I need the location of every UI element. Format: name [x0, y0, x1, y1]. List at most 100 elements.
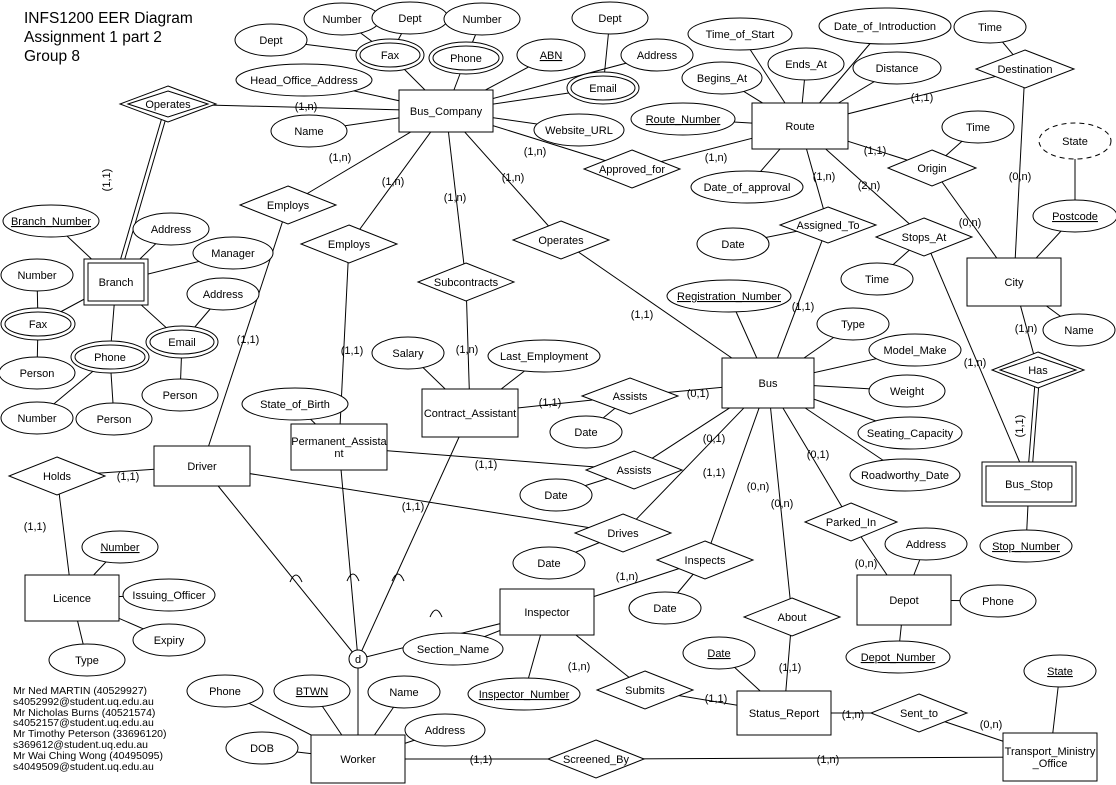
attribute-worker-phone[interactable]: Phone — [186, 674, 264, 708]
entity-bus-company[interactable]: Bus_Company — [398, 89, 494, 133]
entity-inspector[interactable]: Inspector — [499, 588, 595, 636]
attribute-branch-manager[interactable]: Manager — [192, 236, 274, 270]
relationship-drives[interactable]: Drives — [573, 513, 673, 553]
attribute-bc-name[interactable]: Name — [270, 114, 348, 148]
attribute-branch-email-address[interactable]: Address — [186, 277, 260, 311]
attribute-inspector-number[interactable]: Inspector_Number — [467, 677, 581, 711]
attribute-branch-fax[interactable]: Fax — [0, 307, 76, 341]
attribute-bc-address[interactable]: Address — [620, 38, 694, 72]
attribute-assists-ca-date[interactable]: Date — [549, 415, 623, 449]
relationship-destination[interactable]: Destination — [974, 49, 1076, 89]
relationship-operates-top[interactable]: Operates — [118, 85, 218, 123]
relationship-sent-to[interactable]: Sent_to — [869, 693, 969, 733]
attribute-depot-address[interactable]: Address — [884, 527, 968, 561]
entity-status-report[interactable]: Status_Report — [736, 690, 832, 736]
attribute-assigned-date[interactable]: Date — [696, 227, 770, 261]
attribute-branch-address[interactable]: Address — [132, 212, 210, 246]
attribute-branch-phone-number[interactable]: Number — [0, 401, 74, 435]
attribute-bc-phone-number[interactable]: Number — [443, 2, 521, 36]
attribute-branch-phone-person[interactable]: Person — [75, 402, 153, 436]
attribute-assists-pa-date[interactable]: Date — [519, 478, 593, 512]
entity-route[interactable]: Route — [751, 102, 849, 150]
relationship-employs-mid[interactable]: Employs — [299, 224, 399, 264]
attribute-bus-type[interactable]: Type — [816, 307, 890, 341]
attribute-bus-roadworthy[interactable]: Roadworthy_Date — [849, 458, 961, 492]
attribute-bc-website[interactable]: Website_URL — [533, 113, 625, 147]
attribute-sr-date[interactable]: Date — [682, 636, 756, 670]
relationship-about[interactable]: About — [742, 597, 842, 637]
attribute-tmo-state[interactable]: State — [1023, 654, 1097, 688]
entity-bus-stop[interactable]: Bus_Stop — [981, 461, 1077, 507]
relationship-subcontracts[interactable]: Subcontracts — [416, 262, 516, 302]
entity-depot[interactable]: Depot — [856, 574, 952, 626]
attribute-bc-phone[interactable]: Phone — [428, 41, 504, 75]
attribute-route-distance[interactable]: Distance — [852, 51, 942, 85]
attribute-city-name[interactable]: Name — [1042, 313, 1116, 347]
relationship-parked-in[interactable]: Parked_In — [803, 502, 899, 542]
relationship-has[interactable]: Has — [990, 351, 1086, 389]
attribute-city-postcode[interactable]: Postcode — [1032, 199, 1116, 233]
entity-branch[interactable]: Branch — [83, 258, 149, 306]
entity-bus[interactable]: Bus — [721, 357, 815, 409]
attribute-branch-number[interactable]: Branch_Number — [2, 204, 100, 238]
attribute-branch-email-person[interactable]: Person — [141, 378, 219, 412]
attribute-worker-btwn[interactable]: BTWN — [273, 674, 351, 708]
attribute-bus-model-make[interactable]: Model_Make — [868, 333, 962, 367]
attribute-worker-address[interactable]: Address — [404, 713, 486, 747]
attribute-bus-reg-number[interactable]: Registration_Number — [666, 279, 792, 313]
attribute-route-time-of-start[interactable]: Time_of_Start — [687, 17, 793, 51]
attribute-route-ends-at[interactable]: Ends_At — [767, 47, 845, 81]
relationship-stops-at[interactable]: Stops_At — [874, 217, 974, 257]
attribute-depot-number[interactable]: Depot_Number — [845, 640, 951, 674]
attribute-pa-state-of-birth[interactable]: State_of_Birth — [241, 387, 349, 421]
relationship-origin[interactable]: Origin — [886, 149, 978, 187]
attribute-worker-dob[interactable]: DOB — [225, 731, 299, 765]
attribute-stop-number[interactable]: Stop_Number — [979, 529, 1073, 563]
relationship-employs-left[interactable]: Employs — [238, 185, 338, 225]
attribute-route-begins-at[interactable]: Begins_At — [681, 61, 763, 95]
attribute-route-number[interactable]: Route_Number — [630, 102, 736, 136]
attribute-route-date-approval[interactable]: Date_of_approval — [690, 170, 804, 204]
entity-worker[interactable]: Worker — [310, 734, 406, 784]
entity-city[interactable]: City — [966, 257, 1062, 307]
attribute-inspects-date[interactable]: Date — [628, 591, 702, 625]
attribute-bc-email[interactable]: Email — [566, 71, 640, 105]
attribute-ca-last-employment[interactable]: Last_Employment — [487, 339, 601, 373]
relationship-approved-for[interactable]: Approved_for — [582, 149, 682, 189]
relationship-assists-contract[interactable]: Assists — [580, 377, 680, 415]
attribute-licence-expiry[interactable]: Expiry — [132, 623, 206, 657]
attribute-drives-date[interactable]: Date — [512, 546, 586, 580]
relationship-inspects[interactable]: Inspects — [655, 540, 755, 580]
attribute-branch-fax-number[interactable]: Number — [0, 258, 74, 292]
attribute-bus-weight[interactable]: Weight — [868, 374, 946, 408]
attribute-bc-fax[interactable]: Fax — [355, 38, 425, 72]
attribute-licence-number[interactable]: Number — [81, 530, 159, 564]
relationship-holds[interactable]: Holds — [7, 456, 107, 496]
entity-contract-assistant[interactable]: Contract_Assistant — [421, 388, 519, 438]
attribute-city-state[interactable]: State — [1038, 122, 1112, 160]
attribute-licence-issuing-officer[interactable]: Issuing_Officer — [122, 578, 216, 612]
entity-permanent-assistant[interactable]: Permanent_Assistant — [290, 423, 388, 471]
attribute-ca-salary[interactable]: Salary — [371, 336, 445, 370]
attribute-bc-dept[interactable]: Dept — [234, 23, 308, 57]
attribute-bc-abn[interactable]: ABN — [516, 38, 586, 72]
attribute-bc-fax-dept[interactable]: Dept — [371, 1, 449, 35]
relationship-screened-by[interactable]: Screened_By — [546, 739, 646, 779]
attribute-depot-phone[interactable]: Phone — [959, 584, 1037, 618]
attribute-worker-name[interactable]: Name — [367, 675, 441, 709]
attribute-licence-type[interactable]: Type — [48, 643, 126, 677]
attribute-branch-phone[interactable]: Phone — [70, 340, 150, 374]
entity-driver[interactable]: Driver — [153, 445, 251, 487]
attribute-bc-head-office[interactable]: Head_Office_Address — [235, 63, 373, 97]
attribute-bus-seating[interactable]: Seating_Capacity — [857, 416, 963, 450]
attribute-stops-time[interactable]: Time — [840, 262, 914, 296]
attribute-origin-time[interactable]: Time — [941, 110, 1015, 144]
entity-transport-ministry-office[interactable]: Transport_Ministry_Office — [1002, 732, 1098, 782]
attribute-bc-fax-number[interactable]: Number — [303, 2, 381, 36]
disjoint-specialization[interactable]: d — [348, 649, 368, 669]
entity-licence[interactable]: Licence — [24, 574, 120, 622]
attribute-branch-fax-person[interactable]: Person — [0, 356, 76, 390]
attribute-dest-time[interactable]: Time — [953, 10, 1027, 44]
attribute-inspector-section-name[interactable]: Section_Name — [402, 632, 504, 666]
relationship-operates-bus[interactable]: Operates — [511, 220, 611, 260]
